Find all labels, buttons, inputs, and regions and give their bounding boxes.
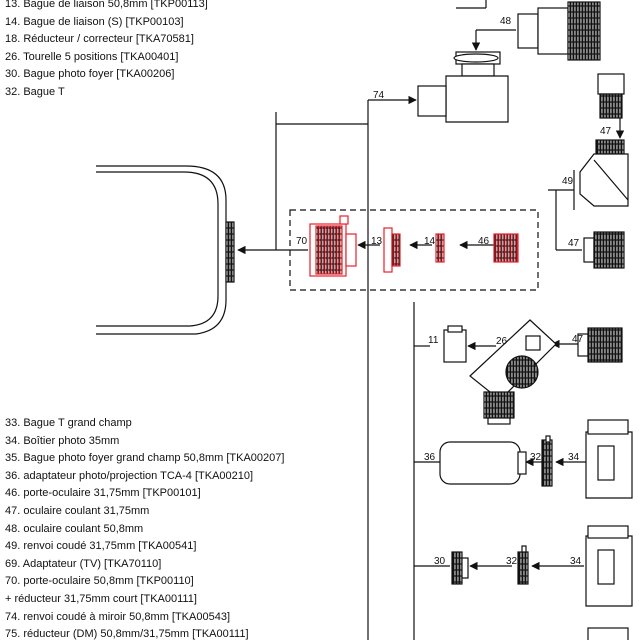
part-34-camera-c <box>587 627 629 640</box>
legend-item: 14. Bague de liaison (S) [TKP00103] <box>5 15 184 28</box>
callout-30: 30 <box>434 556 446 567</box>
part-49-diagonal <box>579 139 629 207</box>
part-47-eyepiece-right <box>583 231 625 269</box>
part-11 <box>443 325 467 363</box>
part-26-turret <box>469 319 557 425</box>
callout-47-top: 47 <box>600 126 612 137</box>
part-32-t-ring-b <box>517 545 529 585</box>
part-36-adapter <box>439 441 527 485</box>
part-47-eyepiece-top <box>597 73 625 119</box>
callout-32-a: 32 <box>530 452 542 463</box>
callout-36: 36 <box>424 452 436 463</box>
legend-item: 33. Bague T grand champ <box>5 417 132 429</box>
legend-item: 30. Bague photo foyer [TKA00206] <box>5 68 175 81</box>
part-47-eyepiece-lower <box>577 327 623 363</box>
legend-top: 13. Bague de liaison 50,8mm [TKP00113] 14… <box>5 0 208 102</box>
callout-13: 13 <box>371 236 383 247</box>
highlight-group-box <box>289 209 539 291</box>
part-32-t-ring-a <box>541 435 553 487</box>
callout-14: 14 <box>424 236 436 247</box>
callout-74: 74 <box>373 90 385 101</box>
legend-item: 18. Réducteur / correcteur [TKA70581] <box>5 33 194 46</box>
callout-34-a: 34 <box>568 452 580 463</box>
legend-item: 75. réducteur (DM) 50,8mm/31,75mm [TKA00… <box>5 628 249 641</box>
legend-item: 26. Tourelle 5 positions [TKA00401] <box>5 50 179 63</box>
legend-item: 69. Adaptateur (TV) [TKA70110] <box>5 557 162 570</box>
callout-49: 49 <box>562 176 574 187</box>
connection-lines <box>237 0 625 640</box>
legend-item: 70. porte-oculaire 50,8mm [TKP00110] <box>5 575 194 588</box>
part-74-mirror-diagonal <box>417 51 509 123</box>
legend-item: 47. oculaire coulant 31,75mm <box>5 504 150 517</box>
callouts: 48 74 47 49 47 70 13 14 46 11 26 47 36 3… <box>296 16 612 567</box>
part-48-eyepiece <box>517 1 601 61</box>
legend-item: 35. Bague photo foyer grand champ 50,8mm… <box>5 452 285 465</box>
part-30 <box>451 551 469 585</box>
callout-47-right: 47 <box>568 238 580 249</box>
callout-26: 26 <box>496 336 508 347</box>
legend-item: 32. Bague T <box>5 85 65 98</box>
callout-46: 46 <box>478 236 490 247</box>
callout-70: 70 <box>296 236 308 247</box>
telescope-body <box>96 165 235 335</box>
legend-bottom: 33. Bague T grand champ 34. Boîtier photo… <box>5 415 284 644</box>
callout-32-b: 32 <box>506 556 518 567</box>
legend-item: 49. renvoi coudé 31,75mm [TKA00541] <box>5 540 197 553</box>
callout-48: 48 <box>500 16 512 27</box>
part-34-camera-b <box>585 525 633 607</box>
part-34-camera-a <box>585 419 633 499</box>
callout-34-b: 34 <box>570 556 582 567</box>
legend-item: 34. Boîtier photo 35mm <box>5 434 120 447</box>
legend-item: 46. porte-oculaire 31,75mm [TKP00101] <box>5 487 201 500</box>
highlighted-parts <box>309 215 519 277</box>
legend-item: 48. oculaire coulant 50,8mm <box>5 522 144 535</box>
legend-item: + réducteur 31,75mm court [TKA00111] <box>5 592 197 605</box>
callout-47-lower: 47 <box>572 334 584 345</box>
legend-item: 74. renvoi coudé à miroir 50,8mm [TKA005… <box>5 610 231 623</box>
legend-item: 13. Bague de liaison 50,8mm [TKP00113] <box>5 0 208 10</box>
legend-item: 36. adaptateur photo/projection TCA-4 [T… <box>5 469 254 482</box>
callout-11: 11 <box>428 335 439 346</box>
